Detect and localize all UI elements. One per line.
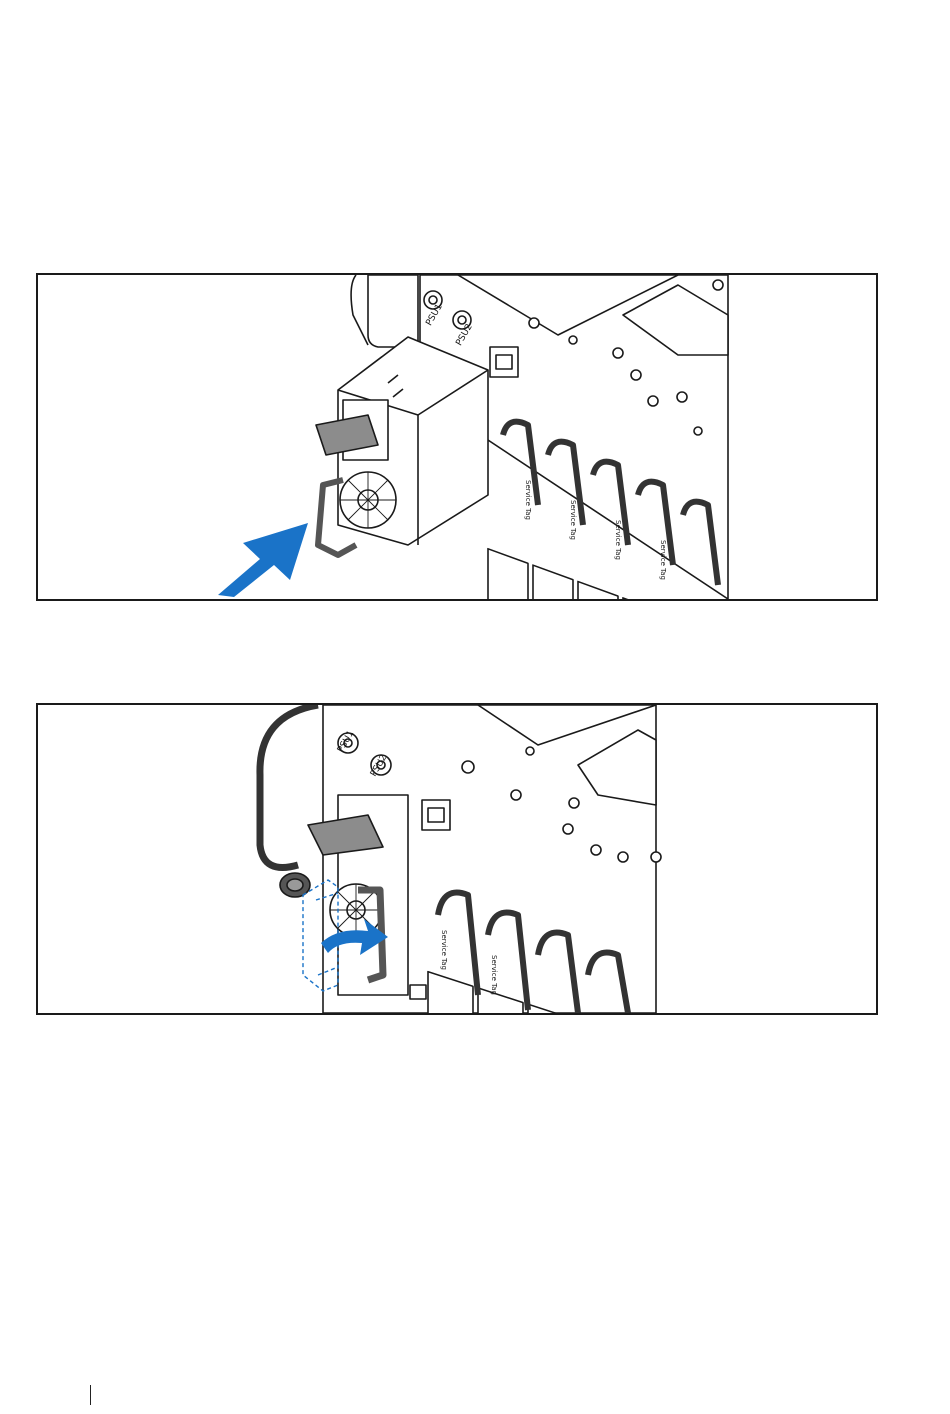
insert-direction-arrow-icon [218, 523, 308, 597]
service-tag-label: Service Tag [440, 930, 448, 970]
psu-handle-illustration: PSU1 PSU2 Service Tag Service Tag [38, 705, 876, 1013]
service-tag-label: Service Tag [614, 520, 622, 560]
psu-insert-illustration: PSU1 PSU2 Service Tag Service Tag Servic… [38, 275, 876, 599]
figure-insert-psu: PSU1 PSU2 Service Tag Service Tag Servic… [36, 273, 878, 601]
service-tag-label: Service Tag [490, 955, 498, 995]
service-tag-label: Service Tag [569, 500, 577, 540]
service-tag-label: Service Tag [524, 480, 532, 520]
figure-close-handle: PSU1 PSU2 Service Tag Service Tag [36, 703, 878, 1015]
footer-rule [90, 1385, 91, 1405]
service-tag-label: Service Tag [659, 540, 667, 580]
